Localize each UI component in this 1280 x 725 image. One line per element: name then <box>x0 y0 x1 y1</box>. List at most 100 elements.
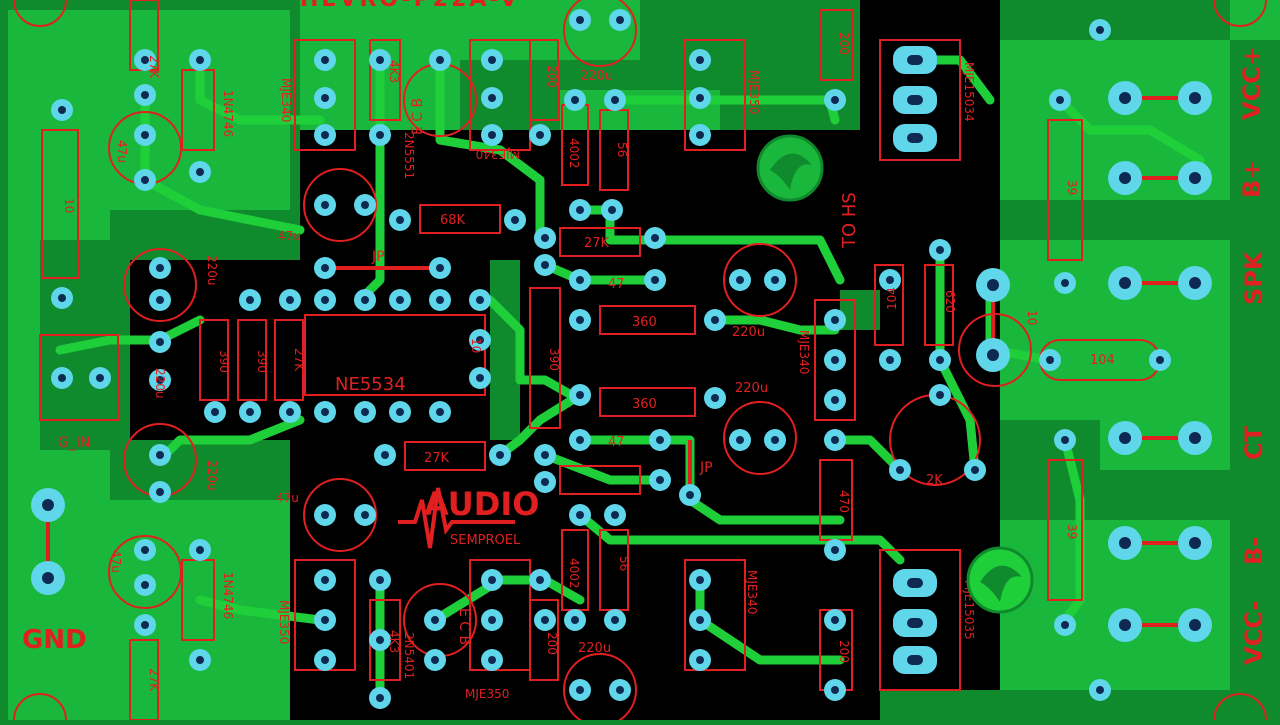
resistor-outline <box>559 465 641 495</box>
drill-hole <box>576 511 584 519</box>
drill-hole <box>571 96 579 104</box>
drill-hole <box>1046 356 1054 364</box>
resistor-outline <box>237 319 267 401</box>
resistor-value: 390 <box>255 350 269 373</box>
drill-hole <box>696 576 704 584</box>
resistor-outline <box>199 319 229 401</box>
drill-hole <box>1156 356 1164 364</box>
drill-hole <box>831 436 839 444</box>
drill-hole <box>536 131 544 139</box>
isolation-top-right <box>860 0 1000 150</box>
drill-hole <box>1061 436 1069 444</box>
logo-main-text: AUDIO <box>424 485 539 523</box>
drill-hole <box>576 276 584 284</box>
logo-waveform-icon <box>398 487 515 549</box>
drill-hole <box>831 96 839 104</box>
drill-hole <box>396 216 404 224</box>
drill-hole <box>58 294 66 302</box>
trace <box>195 55 325 125</box>
drill-hole <box>936 391 944 399</box>
capacitor-value: 47u <box>276 491 299 505</box>
drill-hole <box>1189 432 1201 444</box>
drill-hole <box>608 206 616 214</box>
heatsink-transistor-outline <box>879 39 961 161</box>
drill-hole <box>907 95 923 105</box>
drill-hole <box>651 276 659 284</box>
resistor-outline <box>274 319 304 401</box>
drill-hole <box>886 356 894 364</box>
resistor-value: 4K3 <box>387 60 401 83</box>
drill-hole <box>987 349 999 361</box>
copper-pour-right-mid <box>980 240 1230 470</box>
drill-hole <box>476 336 484 344</box>
trace <box>935 245 980 475</box>
drill-hole <box>1189 92 1201 104</box>
drill-hole <box>431 656 439 664</box>
drill-hole <box>58 106 66 114</box>
drill-hole <box>196 546 204 554</box>
drill-hole <box>1119 92 1131 104</box>
heatsink-label: TO HS <box>839 192 860 249</box>
resistor-outline <box>41 129 79 279</box>
drill-hole <box>488 616 496 624</box>
drill-hole <box>96 374 104 382</box>
drill-hole <box>907 55 923 65</box>
resistor-value: 27K <box>292 348 306 372</box>
trace <box>695 575 845 665</box>
audio-logo: AUDIO SEMPROEL <box>398 485 539 549</box>
resistor-outline <box>1047 119 1083 261</box>
trimmer-value: 2K <box>926 473 943 488</box>
trace <box>710 315 840 335</box>
drill-hole <box>488 131 496 139</box>
isolation-upper <box>300 60 880 330</box>
trace <box>1060 435 1085 625</box>
drill-hole <box>196 56 204 64</box>
drill-hole <box>476 296 484 304</box>
transistor-label: MJE340 <box>797 330 811 374</box>
transistor-outline <box>684 559 746 671</box>
drill-hole <box>286 408 294 416</box>
pads <box>13 0 1267 725</box>
drill-hole <box>361 511 369 519</box>
transistor-pins-label: E C B <box>410 98 426 135</box>
drill-hole <box>696 656 704 664</box>
opamp-label: NE5534 <box>335 374 406 395</box>
drill-hole <box>488 94 496 102</box>
drill-hole <box>396 296 404 304</box>
drill-hole <box>907 578 923 588</box>
resistor-outline <box>404 441 486 471</box>
drill-hole <box>141 176 149 184</box>
resistor-outline <box>419 204 501 234</box>
drill-hole <box>896 466 904 474</box>
gnd-label: GND <box>22 625 87 655</box>
drill-hole <box>488 656 496 664</box>
capacitor-outline <box>723 401 797 475</box>
drill-hole <box>511 216 519 224</box>
transistor-outline <box>294 39 356 151</box>
drill-hole <box>1096 686 1104 694</box>
capacitor-value: 220u <box>732 325 765 340</box>
drill-hole <box>1189 537 1201 549</box>
drill-hole <box>321 56 329 64</box>
capacitor-outline <box>723 243 797 317</box>
drill-hole <box>141 56 149 64</box>
drill-hole <box>1061 279 1069 287</box>
resistor-value: 200 <box>837 32 851 55</box>
drill-hole <box>936 356 944 364</box>
capacitor-value: 220u <box>205 255 219 286</box>
drill-hole <box>831 686 839 694</box>
drill-hole <box>376 576 384 584</box>
drill-hole <box>211 408 219 416</box>
drill-hole <box>611 616 619 624</box>
drill-hole <box>488 576 496 584</box>
resistor-value: 10 <box>1025 310 1039 325</box>
drill-hole <box>156 451 164 459</box>
drill-hole <box>321 616 329 624</box>
drill-hole <box>431 616 439 624</box>
resistor-outline <box>924 264 954 346</box>
drill-hole <box>1189 619 1201 631</box>
drill-hole <box>541 616 549 624</box>
resistor-outline <box>529 287 561 429</box>
drill-hole <box>1119 277 1131 289</box>
resistor-value: 10 <box>469 338 483 353</box>
